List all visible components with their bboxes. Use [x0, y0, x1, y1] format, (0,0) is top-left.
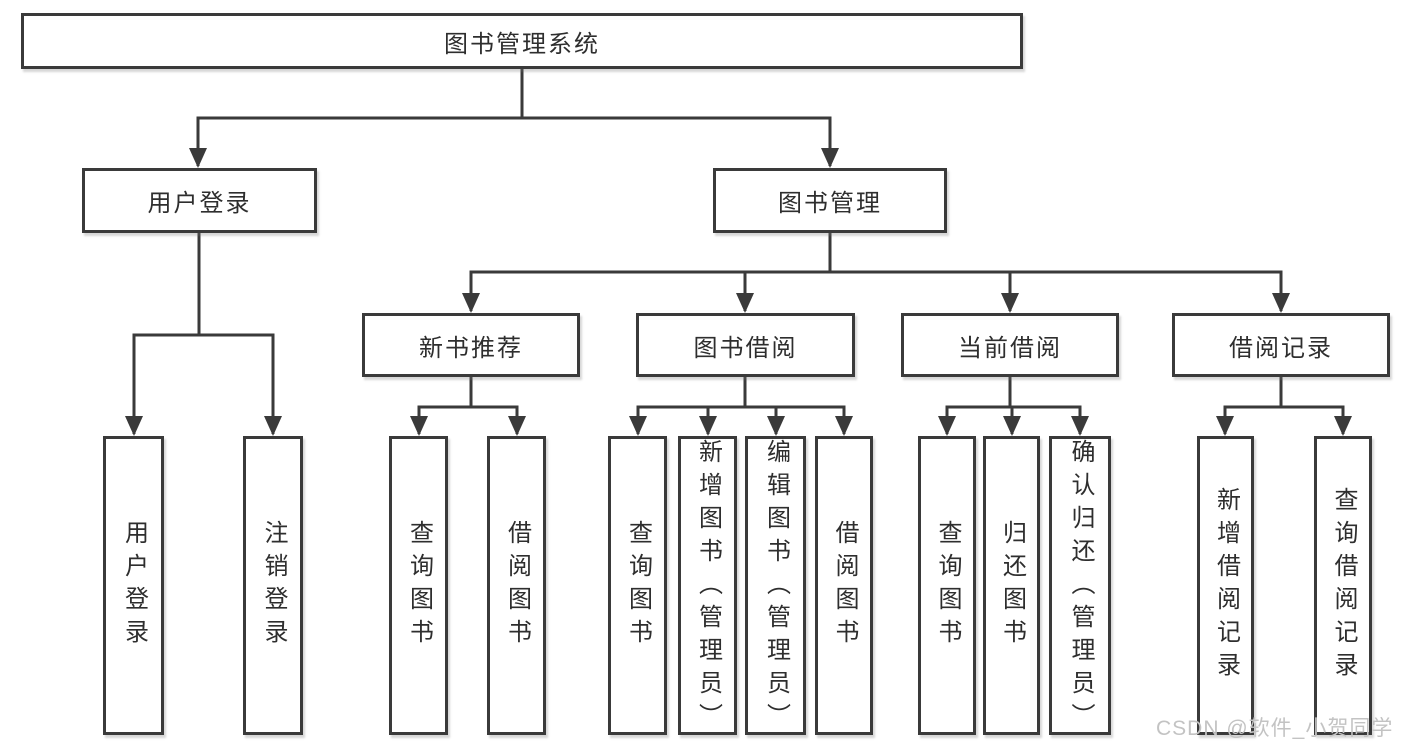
leaf-cb-query-books: 查询图书: [918, 436, 976, 735]
node-book-management: 图书管理: [713, 168, 947, 233]
node-borrow-record: 借阅记录: [1172, 313, 1390, 377]
connectors: [125, 69, 1352, 436]
leaf-user-login: 用户登录: [103, 436, 164, 735]
node-new-book-recommend: 新书推荐: [362, 313, 580, 377]
leaf-br-query-record: 查询借阅记录: [1314, 436, 1372, 735]
node-book-borrow: 图书借阅: [636, 313, 855, 377]
node-current-borrow: 当前借阅: [901, 313, 1119, 377]
leaf-bb-edit-books: 编辑图书（管理员）: [745, 436, 806, 736]
node-user-login: 用户登录: [82, 168, 317, 233]
leaf-cb-confirm-return: 确认归还（管理员）: [1049, 436, 1111, 736]
csdn-watermark: CSDN @软件_小贺同学: [1156, 717, 1394, 740]
node-root: 图书管理系统: [21, 13, 1023, 69]
leaf-br-add-record: 新增借阅记录: [1197, 436, 1254, 735]
leaf-bb-query-books: 查询图书: [608, 436, 667, 735]
leaf-rec-query-books: 查询图书: [389, 436, 448, 735]
leaf-logout: 注销登录: [243, 436, 303, 735]
leaf-bb-add-books: 新增图书（管理员）: [678, 436, 737, 736]
leaf-bb-borrow-books: 借阅图书: [815, 436, 873, 735]
leaf-rec-borrow-books: 借阅图书: [487, 436, 546, 735]
leaf-cb-return-books: 归还图书: [983, 436, 1040, 735]
